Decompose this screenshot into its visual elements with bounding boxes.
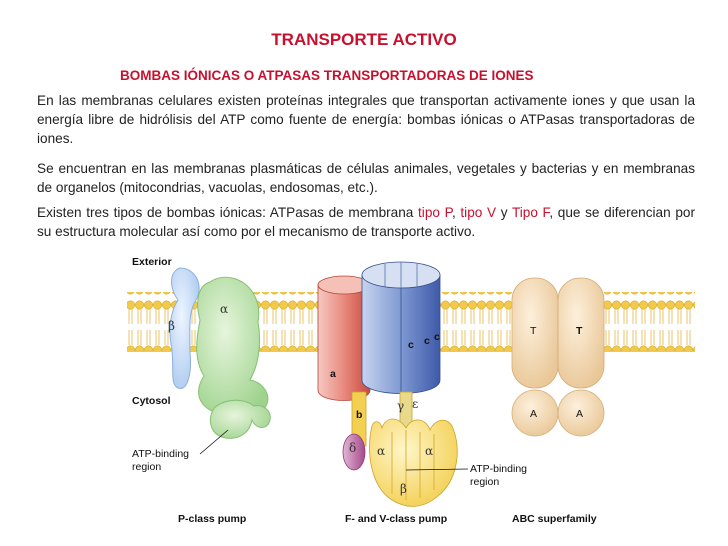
b-subunit-label: b bbox=[356, 409, 362, 421]
c-subunit-label-3: c bbox=[434, 331, 440, 343]
delta-subunit bbox=[342, 433, 366, 471]
paragraph-3: Existen tres tipos de bombas iónicas: AT… bbox=[37, 203, 695, 241]
alpha-label: α bbox=[220, 302, 228, 316]
leader-line-right bbox=[405, 468, 469, 471]
a-label-left: A bbox=[530, 408, 537, 420]
fv-class-caption: F- and V-class pump bbox=[345, 513, 447, 525]
gamma-label: γ bbox=[397, 399, 404, 413]
a-subunit bbox=[317, 284, 371, 401]
alpha-beta-hexamer bbox=[369, 418, 458, 507]
beta-label-bottom: β bbox=[400, 482, 407, 496]
separator: , bbox=[451, 205, 461, 220]
fv-class-pump: a b c c c γ ε δ α α β bbox=[317, 261, 458, 507]
beta-label: β bbox=[168, 319, 175, 333]
tipo-f-link: Tipo F bbox=[511, 205, 550, 220]
t-domain-right bbox=[557, 277, 605, 389]
paragraph-1: En las membranas celulares existen prote… bbox=[37, 93, 695, 146]
beta-subunit bbox=[169, 267, 200, 389]
leader-line-left bbox=[199, 429, 229, 455]
page-title: TRANSPORTE ACTIVO bbox=[271, 30, 457, 49]
alpha-label-right: α bbox=[425, 444, 433, 458]
alpha-subunit-tail bbox=[210, 399, 271, 439]
abc-transporter: T T A A bbox=[511, 277, 605, 437]
t-label-right: T bbox=[576, 325, 583, 337]
atp-binding-label-left-2: region bbox=[132, 461, 161, 473]
a-domain-right bbox=[557, 389, 605, 437]
c-subunit-label-1: c bbox=[408, 339, 414, 351]
cytosol-label: Cytosol bbox=[132, 395, 171, 407]
abc-caption: ABC superfamily bbox=[512, 513, 597, 525]
a-label-right: A bbox=[576, 408, 583, 420]
a-subunit-label: a bbox=[330, 368, 336, 380]
atp-binding-label-right-2: region bbox=[470, 476, 499, 488]
separator: y bbox=[496, 205, 512, 220]
delta-label: δ bbox=[349, 441, 356, 455]
page-subtitle: BOMBAS IÓNICAS O ATPASAS TRANSPORTADORAS… bbox=[120, 68, 534, 83]
paragraph-3-text: Existen tres tipos de bombas iónicas: AT… bbox=[37, 205, 419, 220]
tipo-v-link: tipo V bbox=[460, 205, 497, 220]
p-class-caption: P-class pump bbox=[178, 513, 246, 525]
atp-binding-label-left-1: ATP-binding bbox=[132, 448, 189, 460]
paragraph-3-end: , que se diferencian por su estructura m… bbox=[37, 205, 695, 239]
epsilon-label: ε bbox=[412, 397, 418, 411]
t-label-left: T bbox=[530, 325, 537, 337]
alpha-label-left: α bbox=[377, 444, 385, 458]
tipo-p-link: tipo P bbox=[418, 205, 452, 220]
paragraph-2: Se encuentran en las membranas plasmátic… bbox=[37, 161, 695, 195]
p-class-pump: α β bbox=[168, 267, 271, 439]
atp-binding-label-right-1: ATP-binding bbox=[470, 463, 527, 475]
c-subunit-label-2: c bbox=[424, 335, 430, 347]
exterior-label: Exterior bbox=[132, 256, 172, 268]
